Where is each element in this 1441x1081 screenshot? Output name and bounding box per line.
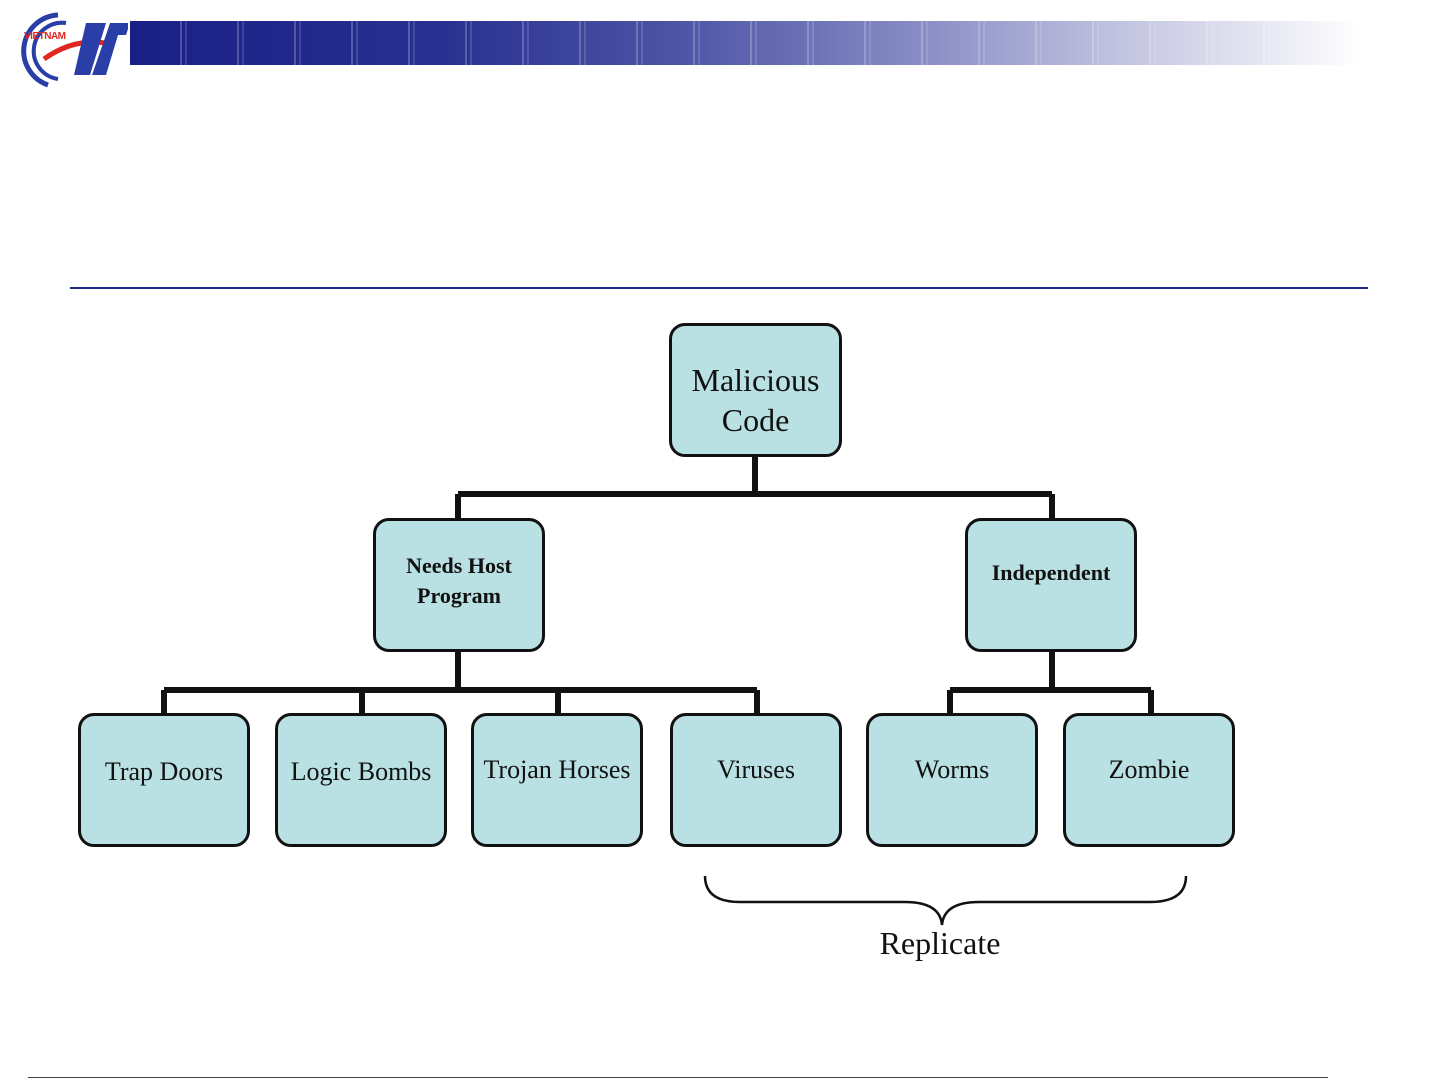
leaf-node-logic-bombs: Logic Bombs <box>275 713 447 847</box>
category-label-line1: Independent <box>968 558 1134 588</box>
root-label-line1: Malicious <box>672 360 839 400</box>
replicate-brace <box>705 876 1186 925</box>
leaf-label: Trojan Horses <box>474 754 640 786</box>
leaf-label: Trap Doors <box>81 756 247 788</box>
category-node-independent: Independent <box>965 518 1137 652</box>
root-node: Malicious Code <box>669 323 842 457</box>
root-label-line2: Code <box>672 400 839 440</box>
replicate-label: Replicate <box>830 925 1050 962</box>
leaf-label: Logic Bombs <box>278 756 444 788</box>
leaf-node-zombie: Zombie <box>1063 713 1235 847</box>
category-label-line1: Needs Host <box>376 551 542 581</box>
leaf-label: Worms <box>869 754 1035 786</box>
leaf-node-worms: Worms <box>866 713 1038 847</box>
leaf-label: Zombie <box>1066 754 1232 786</box>
leaf-label: Viruses <box>673 754 839 786</box>
leaf-node-trap-doors: Trap Doors <box>78 713 250 847</box>
category-label-line2: Program <box>376 581 542 611</box>
leaf-node-viruses: Viruses <box>670 713 842 847</box>
leaf-node-trojan-horses: Trojan Horses <box>471 713 643 847</box>
category-node-needs-host: Needs Host Program <box>373 518 545 652</box>
bottom-rule <box>28 1077 1328 1078</box>
